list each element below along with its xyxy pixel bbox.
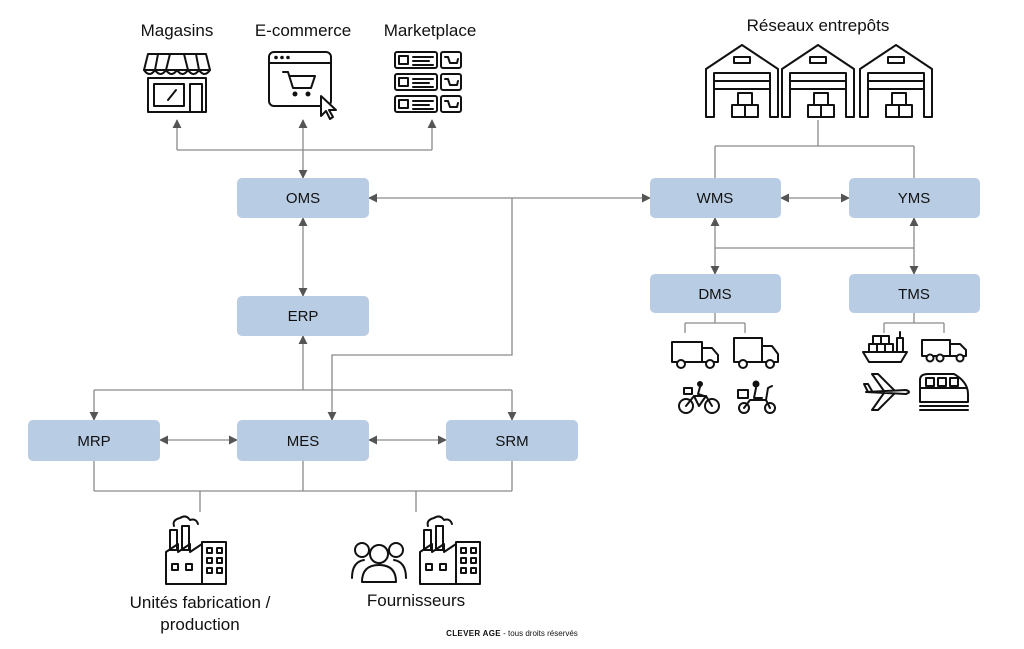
people-group-icon — [351, 542, 407, 583]
erp-label: ERP — [288, 308, 319, 325]
warehouse-icon — [859, 44, 933, 118]
tms-label: TMS — [898, 286, 930, 303]
wms-box: WMS — [650, 178, 781, 218]
warehouses-label: Réseaux entrepôts — [747, 16, 890, 35]
factory-icon — [165, 515, 227, 585]
tms-box: TMS — [849, 274, 980, 313]
marketplace-grid-icon — [394, 51, 462, 113]
connectors — [89, 119, 945, 512]
marketplace-label: Marketplace — [384, 21, 477, 40]
yms-label: YMS — [898, 190, 931, 207]
dms-label: DMS — [698, 286, 731, 303]
bicycle-courier-icon — [678, 381, 720, 414]
oms-label: OMS — [286, 190, 320, 207]
warehouse-icon — [705, 44, 779, 118]
cargo-ship-icon — [862, 331, 908, 363]
ecommerce-label: E-commerce — [255, 21, 351, 40]
yms-box: YMS — [849, 178, 980, 218]
mrp-label: MRP — [77, 433, 110, 450]
footer-brand: CLEVER AGE — [446, 629, 501, 638]
factory-icon — [419, 515, 481, 585]
oms-box: OMS — [237, 178, 369, 218]
mes-label: MES — [287, 433, 320, 450]
storefront-icon — [143, 53, 211, 113]
truck-icon — [921, 339, 967, 363]
copyright-footer: CLEVER AGE - tous droits réservés — [0, 629, 1024, 638]
warehouse-icon — [781, 44, 855, 118]
footer-text: - tous droits réservés — [500, 629, 578, 638]
wms-label: WMS — [697, 190, 734, 207]
delivery-truck-icon — [671, 341, 719, 369]
dms-box: DMS — [650, 274, 781, 313]
mes-box: MES — [237, 420, 369, 461]
factory-label-line1: Unités fabrication / — [130, 593, 271, 612]
delivery-van-icon — [733, 337, 779, 369]
srm-label: SRM — [495, 433, 528, 450]
scooter-courier-icon — [737, 380, 776, 414]
factory-label-line2: production — [160, 615, 239, 634]
srm-box: SRM — [446, 420, 578, 461]
erp-box: ERP — [237, 296, 369, 336]
airplane-icon — [863, 373, 910, 411]
train-icon — [919, 373, 969, 411]
supplier-label: Fournisseurs — [367, 591, 465, 610]
shopping-cart-browser-icon — [268, 51, 337, 120]
mrp-box: MRP — [28, 420, 160, 461]
magasins-label: Magasins — [141, 21, 214, 40]
